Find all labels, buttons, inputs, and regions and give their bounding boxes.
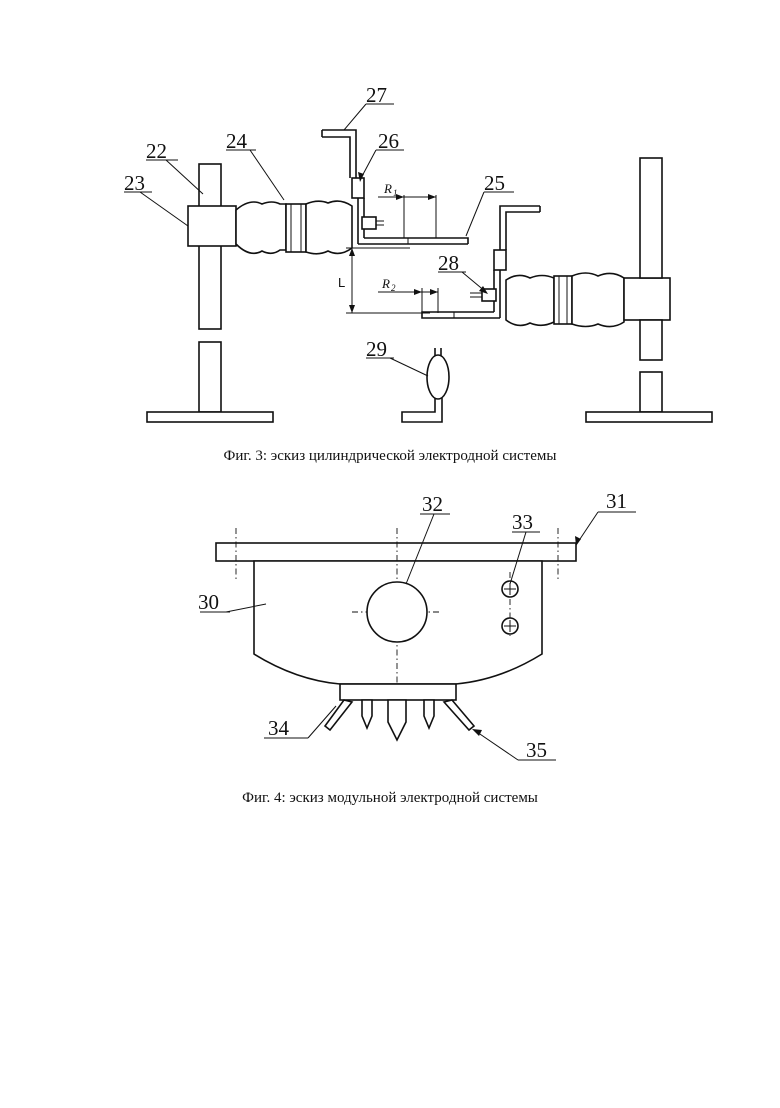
dim-r1-subscript: 1 (393, 188, 398, 198)
label-27: 27 (366, 83, 387, 107)
label-28: 28 (438, 251, 459, 275)
label-31: 31 (606, 489, 627, 513)
label-24: 24 (226, 129, 248, 153)
central-port (367, 582, 427, 642)
dim-r2-subscript: 2 (391, 283, 396, 293)
label-32: 32 (422, 492, 443, 516)
right-insulator (506, 273, 624, 327)
r1-dimension (378, 194, 436, 238)
figure-4-drawing: 30 31 32 33 34 35 (198, 489, 636, 762)
label-33: 33 (512, 510, 533, 534)
r2-dimension (378, 288, 438, 313)
dim-l-letter: L (338, 275, 345, 290)
electrode-base (340, 684, 456, 700)
label-30: 30 (198, 590, 219, 614)
label-25: 25 (484, 171, 505, 195)
figure-3-drawing: 22 23 24 25 26 27 28 29 R 1 R 2 L (124, 83, 712, 422)
detached-electrode (402, 348, 449, 422)
label-35: 35 (526, 738, 547, 762)
label-34: 34 (268, 716, 290, 740)
figure-3-caption: Фиг. 3: эскиз цилиндрической электродной… (0, 448, 780, 465)
label-22: 22 (146, 139, 167, 163)
left-holder (188, 206, 236, 246)
label-29: 29 (366, 337, 387, 361)
dim-r2-letter: R (381, 276, 390, 291)
left-insulator (236, 201, 352, 254)
label-23: 23 (124, 171, 145, 195)
needle-electrodes (325, 700, 474, 740)
dim-r1-letter: R (383, 181, 392, 196)
figure-4-caption: Фиг. 4: эскиз модульной электродной сист… (0, 790, 780, 807)
label-26: 26 (378, 129, 399, 153)
